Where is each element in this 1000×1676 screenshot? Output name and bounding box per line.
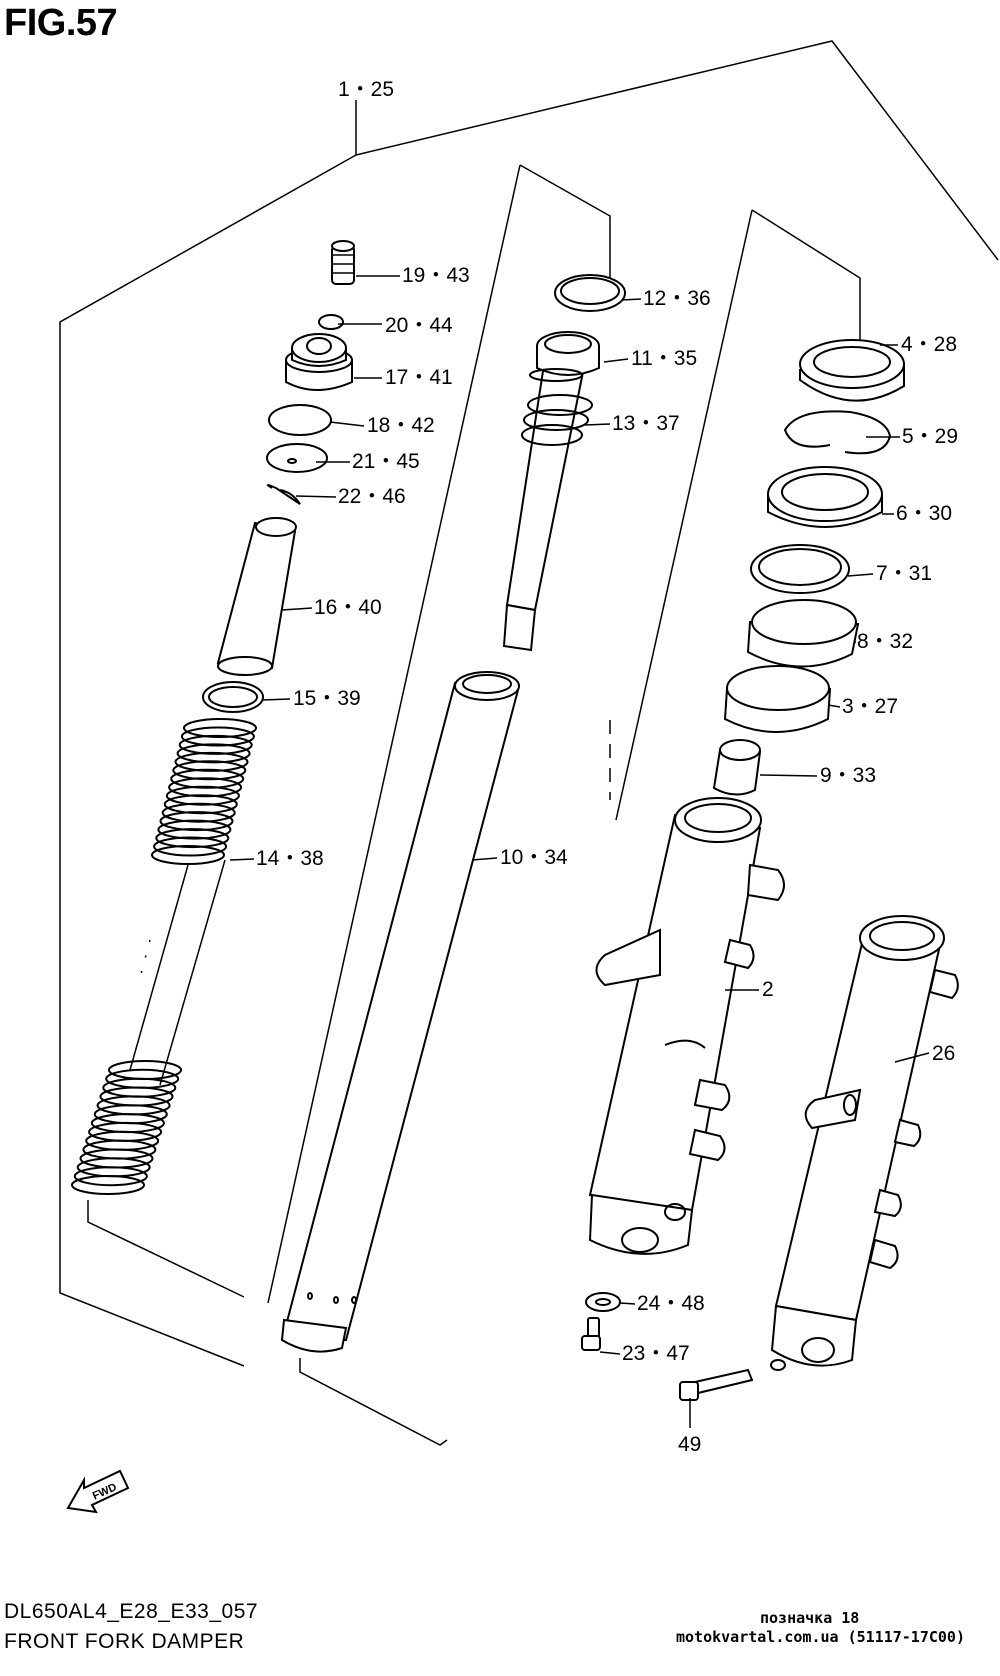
- leader-line: [621, 298, 642, 301]
- part-21-washer: [266, 443, 328, 473]
- assembly-boundary: [59, 154, 357, 1367]
- label-part-17: 17・41: [385, 366, 453, 389]
- figure-title: FIG.57: [4, 2, 118, 44]
- label-part-12: 12・36: [643, 287, 711, 310]
- center-group-left-edge: [267, 164, 521, 1304]
- leader-lines: [229, 275, 930, 1428]
- spring-coil: [161, 802, 236, 823]
- label-part-22: 22・46: [338, 485, 406, 508]
- label-part-3: 3・27: [842, 695, 898, 718]
- label-part-9: 9・33: [820, 764, 876, 787]
- part-8-guide-bush: [746, 599, 860, 668]
- part-5-circlip: [783, 410, 892, 455]
- label-part-15: 15・39: [293, 687, 361, 710]
- leader-line: [471, 857, 498, 861]
- part-26-outer-tube: [770, 915, 959, 1367]
- leader-line: [261, 698, 291, 701]
- leader-line: [599, 1351, 621, 1355]
- part-24-washer: [585, 1292, 621, 1312]
- leader-line: [847, 573, 874, 577]
- part-12-ring: [554, 274, 626, 312]
- label-part-1: 1・25: [338, 78, 394, 101]
- spring-coil: [170, 768, 245, 789]
- leader-line: [603, 358, 629, 363]
- spring-coil: [180, 726, 255, 747]
- spring-coil: [183, 718, 257, 738]
- leader-line: [281, 607, 313, 611]
- mark-note: позначка 18: [760, 1609, 860, 1627]
- part-11-piston-rod: [502, 331, 600, 652]
- part-17-cap-bolt: [285, 333, 353, 391]
- label-part-49: 49: [678, 1433, 701, 1456]
- spring-coil: [168, 777, 243, 798]
- label-part-18: 18・42: [367, 414, 435, 437]
- part-13-rebound-spring: [521, 394, 593, 446]
- right-group-bracket: [751, 209, 861, 345]
- label-part-21: 21・45: [352, 450, 420, 473]
- leader-line: [759, 774, 818, 777]
- part-9-oil-lock-piece: [712, 739, 762, 796]
- leader-line: [229, 858, 255, 861]
- label-part-8: 8・32: [857, 630, 913, 653]
- label-part-14: 14・38: [256, 847, 324, 870]
- spring-coil: [151, 845, 225, 865]
- part-10-inner-tube: [280, 671, 520, 1353]
- part-20-o-ring: [318, 314, 344, 330]
- spring-coil: [73, 1166, 148, 1187]
- part-14-fork-spring: [151, 718, 257, 865]
- label-part-20: 20・44: [385, 314, 453, 337]
- label-part-13: 13・37: [612, 412, 680, 435]
- spring-coil: [157, 819, 232, 840]
- source-note: motokvartal.com.ua (51117-17C00): [676, 1628, 965, 1646]
- label-part-4: 4・28: [901, 333, 957, 356]
- label-part-26: 26: [932, 1042, 955, 1065]
- center-group-bottom: [299, 1358, 448, 1446]
- label-part-5: 5・29: [902, 425, 958, 448]
- right-group-left-edge: [615, 209, 753, 821]
- label-part-2: 2: [762, 978, 774, 1001]
- leader-line: [894, 1052, 930, 1063]
- label-part-23: 23・47: [622, 1342, 690, 1365]
- part-22-clip: [266, 484, 301, 505]
- spring-coil: [163, 794, 238, 815]
- label-part-7: 7・31: [876, 562, 932, 585]
- part-49-axle-bolt: [679, 1359, 786, 1401]
- part-7-washer: [750, 544, 850, 594]
- spring-coil: [174, 751, 249, 772]
- part-6-oil-seal: [767, 466, 883, 528]
- part-23-bolt: [581, 1317, 601, 1351]
- part-14-fork-spring-bottom: [71, 1060, 182, 1195]
- leader-line: [295, 495, 337, 498]
- label-part-24: 24・48: [637, 1292, 705, 1315]
- left-group-bracket: [87, 1200, 245, 1298]
- spring-coil: [176, 743, 251, 764]
- assembly-boundary-right: [355, 40, 999, 261]
- part-3-slide-bush: [723, 665, 832, 733]
- leader-line: [584, 423, 611, 426]
- fwd-arrow: FWD: [66, 1469, 130, 1514]
- label-part-6: 6・30: [896, 502, 952, 525]
- leader-line: [329, 421, 365, 427]
- leader-line: [827, 704, 841, 708]
- part-14-fork-spring-body: [129, 859, 226, 1086]
- spring-coil: [155, 828, 230, 849]
- label-part-19: 19・43: [402, 264, 470, 287]
- spring-coil: [153, 836, 228, 857]
- part-2-outer-tube: [588, 797, 785, 1255]
- label-part-11: 11・35: [631, 347, 697, 370]
- center-group-bracket: [519, 164, 611, 280]
- label-part-10: 10・34: [500, 846, 568, 869]
- leader-line: [619, 1302, 636, 1305]
- spring-coil: [71, 1175, 145, 1195]
- part-4-dust-seal: [799, 339, 905, 402]
- diagram-code: DL650AL4_E28_E33_057: [4, 1600, 259, 1623]
- part-19-adjuster-bolt: [331, 240, 355, 285]
- part-16-spacer-tube: [216, 517, 297, 676]
- part-18-o-ring: [268, 404, 332, 436]
- label-part-16: 16・40: [314, 596, 382, 619]
- diagram-name: FRONT FORK DAMPER: [4, 1630, 245, 1653]
- part-15-washer: [202, 681, 264, 713]
